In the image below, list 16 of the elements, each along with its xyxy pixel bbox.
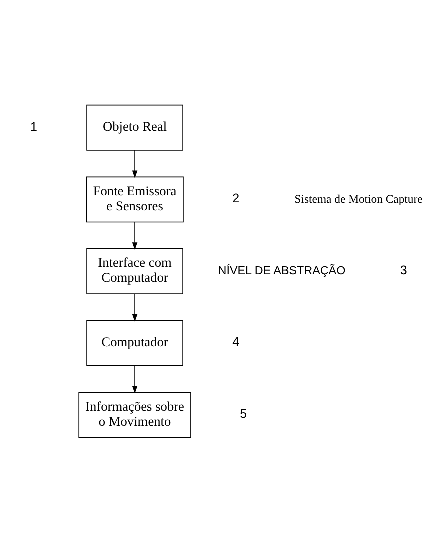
label: NÍVEL DE ABSTRAÇÃO	[218, 264, 346, 278]
arrow	[132, 150, 138, 178]
node-box: Computador	[86, 320, 184, 366]
arrow	[132, 294, 138, 322]
node-box: Fonte Emissora e Sensores	[86, 176, 184, 223]
label: 5	[240, 407, 248, 422]
label: Sistema de Motion Capture	[294, 192, 423, 206]
label: 3	[400, 263, 408, 278]
arrow	[132, 366, 138, 394]
label: 2	[232, 192, 240, 206]
node-box: Informações sobre o Movimento	[78, 392, 192, 438]
arrow	[132, 222, 138, 250]
node-box: Objeto Real	[86, 104, 184, 151]
label: 1	[30, 120, 38, 134]
node-box: Interface com Computador	[86, 248, 184, 294]
label: 4	[232, 335, 240, 350]
